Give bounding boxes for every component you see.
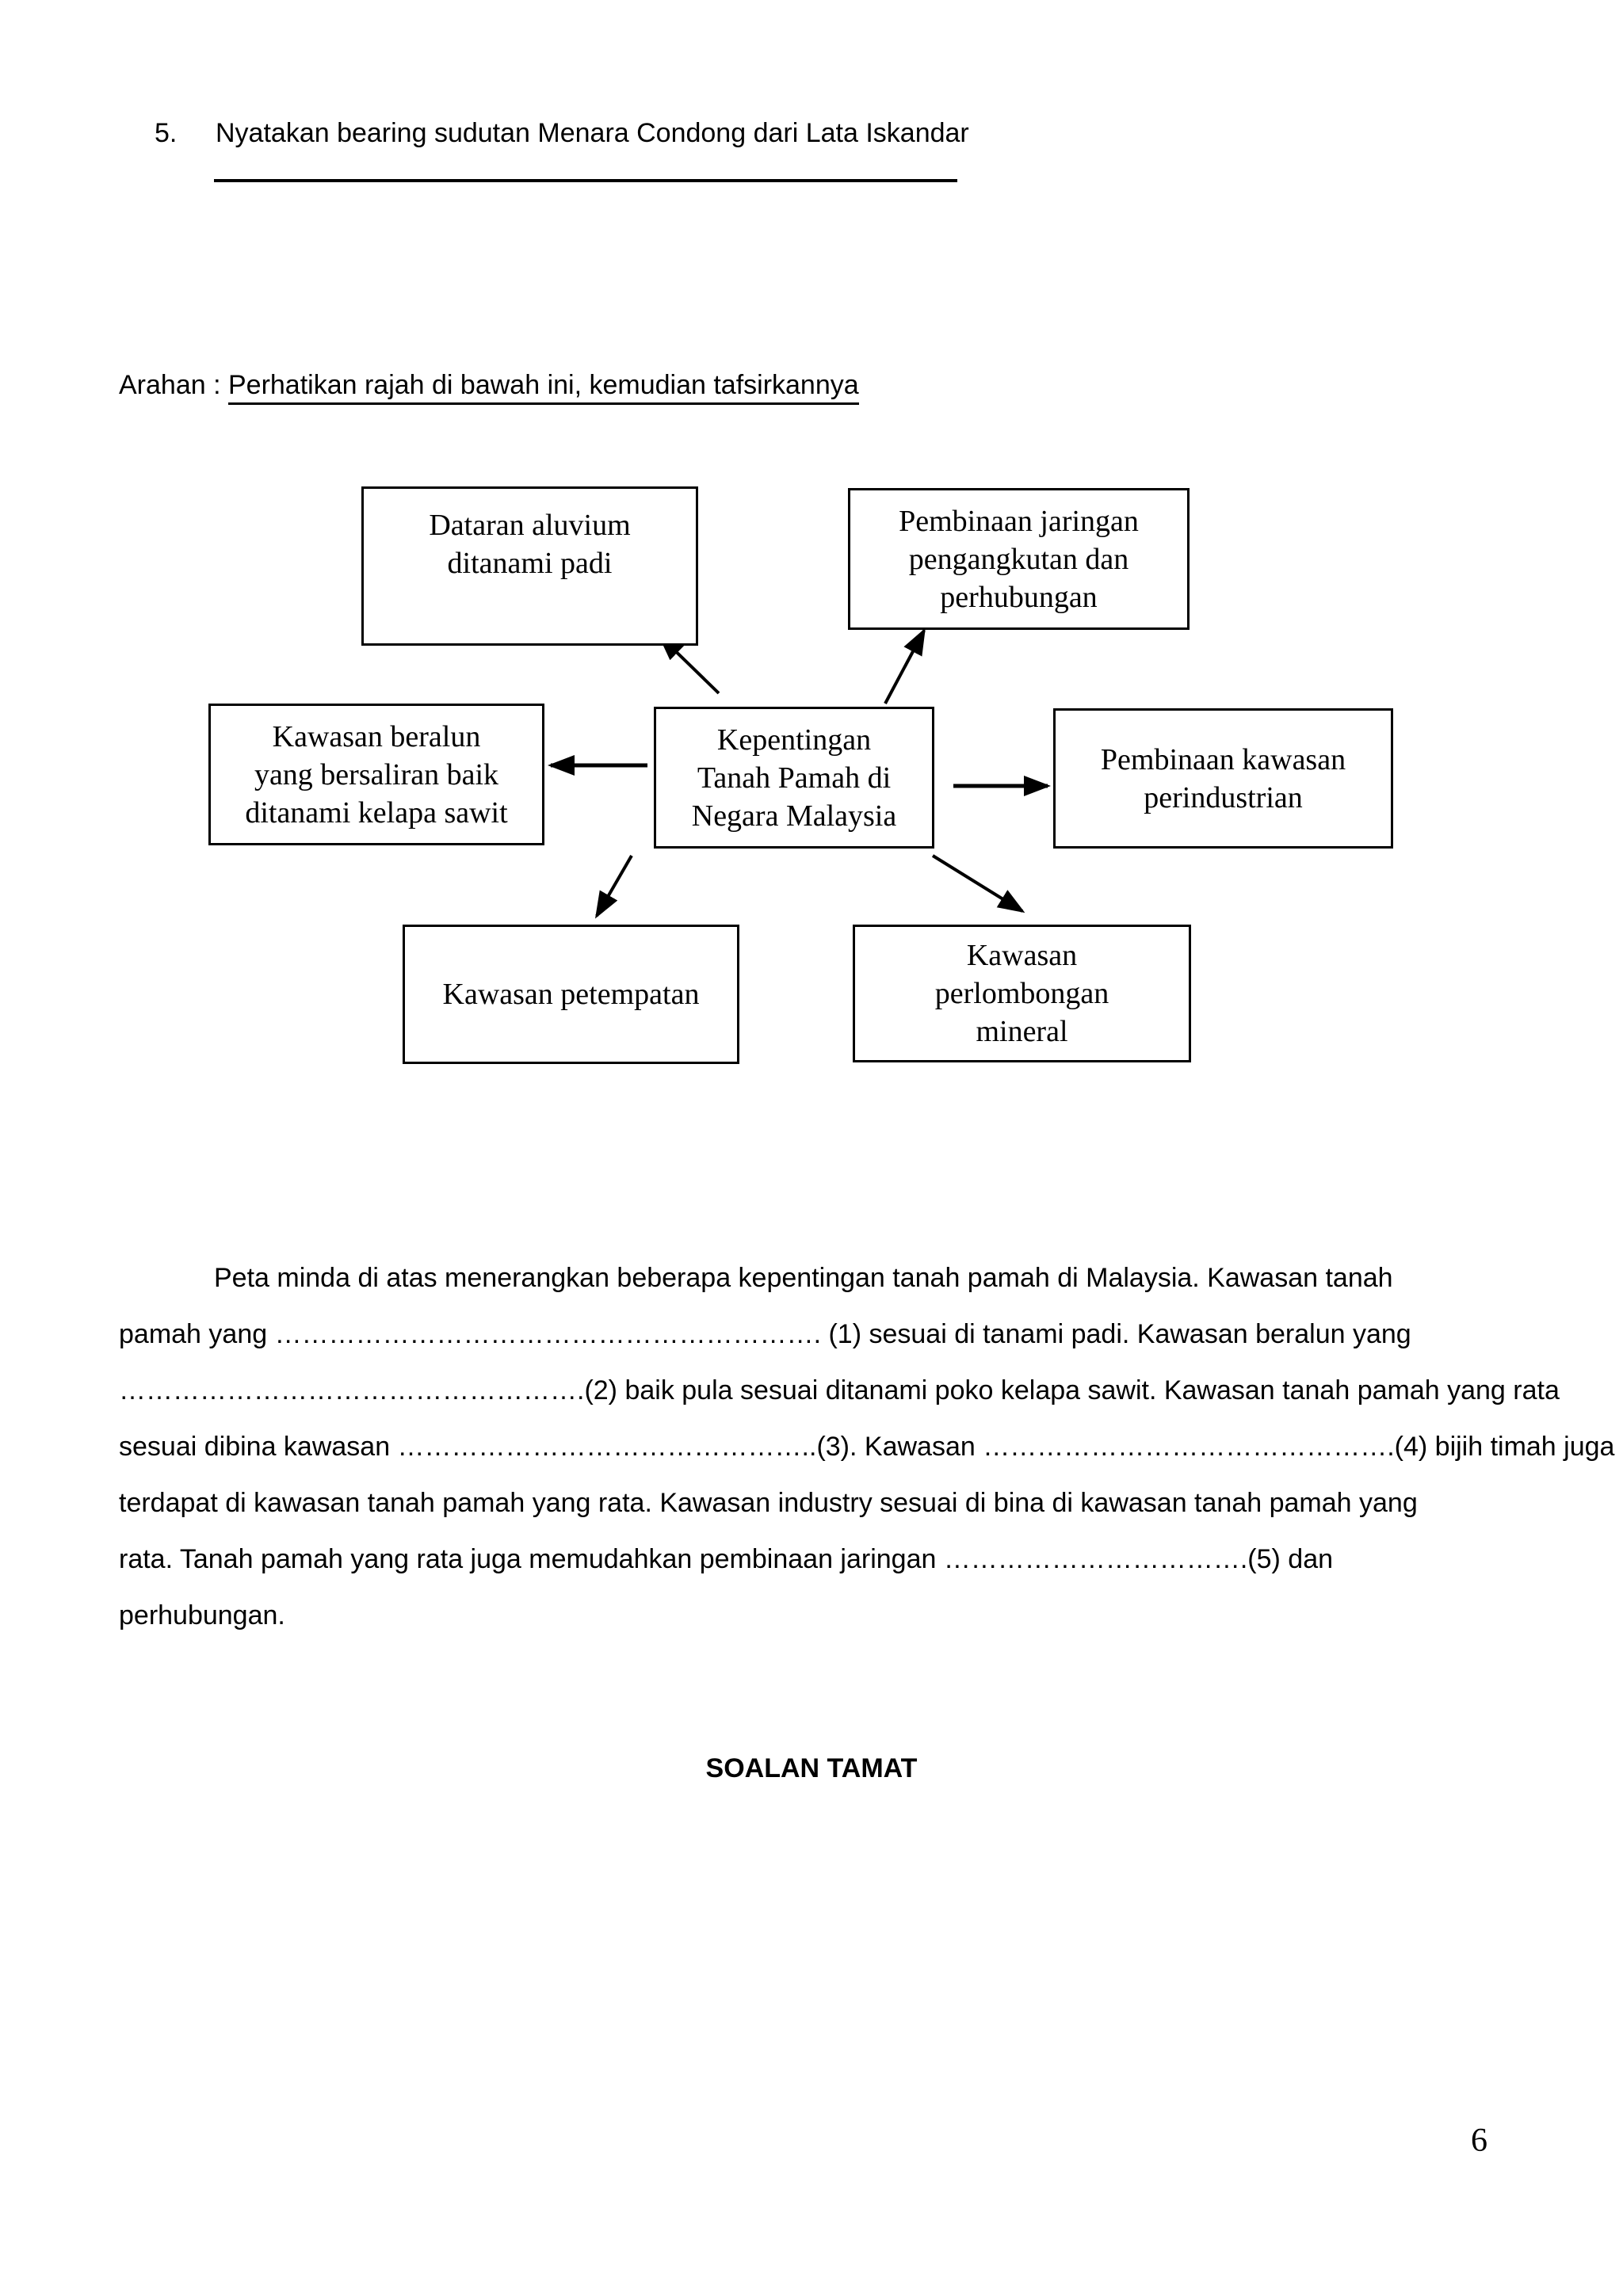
paragraph-line: perhubungan. [119,1600,285,1630]
paragraph-line: …………………………………………….(2) baik pula sesuai d… [119,1375,1560,1405]
question-text: Nyatakan bearing sudutan Menara Condong … [216,118,969,148]
instruction-line: Arahan : Perhatikan rajah di bawah ini, … [119,368,859,405]
diagram-box-kepentingan-label: Kepentingan Tanah Pamah di Negara Malays… [691,723,897,833]
paragraph-line: terdapat di kawasan tanah pamah yang rat… [119,1488,1418,1518]
paragraph-line: pamah yang ……………………………………………………. (1) ses… [119,1319,1411,1349]
instruction-prefix: Arahan : [119,370,228,400]
answer-blank-line [214,179,957,182]
diagram-box-petempatan: Kawasan petempatan [403,925,739,1064]
diagram-box-kepentingan: Kepentingan Tanah Pamah di Negara Malays… [654,707,934,849]
diagram-box-jaringan: Pembinaan jaringan pengangkutan dan perh… [848,488,1190,630]
diagram-box-dataran: Dataran aluvium ditanami padi [361,486,698,646]
diagram-box-perlombongan: Kawasan perlombongan mineral [853,925,1191,1062]
arrow-to-jaringan [884,627,926,704]
paragraph-line: Peta minda di atas menerangkan beberapa … [214,1263,1393,1293]
diagram-box-beralun: Kawasan beralun yang bersaliran baik dit… [208,704,544,845]
diagram-box-perindustrian: Pembinaan kawasan perindustrian [1053,708,1393,849]
arrow-to-perlombongan [931,854,1025,913]
diagram-box-beralun-label: Kawasan beralun yang bersaliran baik dit… [245,719,508,830]
interpretation-paragraph: Peta minda di atas menerangkan beberapa … [119,1261,1615,1654]
question-number: 5. [155,118,178,148]
diagram-box-perindustrian-label: Pembinaan kawasan perindustrian [1100,742,1346,814]
diagram-box-petempatan-label: Kawasan petempatan [442,978,700,1011]
instruction-underlined-text: Perhatikan rajah di bawah ini, kemudian … [227,370,859,405]
soalan-tamat-label: SOALAN TAMAT [705,1753,918,1783]
arrow-to-petempatan [594,854,633,919]
diagram-box-dataran-label: Dataran aluvium ditanami padi [429,509,631,580]
diagram-box-jaringan-label: Pembinaan jaringan pengangkutan dan perh… [899,504,1139,614]
paragraph-line: sesuai dibina kawasan ………………………………………..(… [119,1432,1615,1462]
paragraph-line: rata. Tanah pamah yang rata juga memudah… [119,1544,1334,1574]
page-number: 6 [1471,2122,1487,2159]
diagram-box-perlombongan-label: Kawasan perlombongan mineral [934,939,1109,1048]
